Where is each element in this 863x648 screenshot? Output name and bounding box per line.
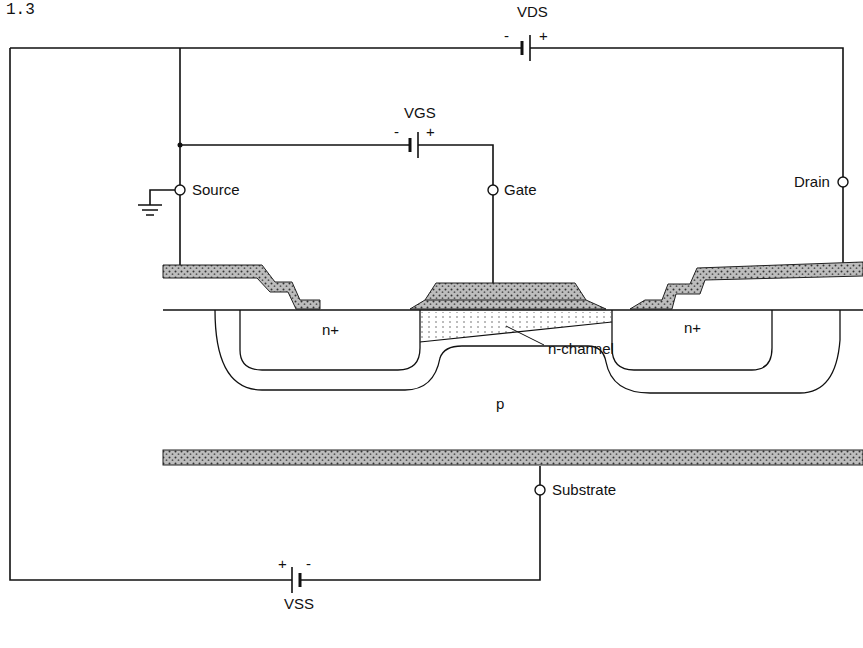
source-contact	[163, 265, 320, 309]
voltage-label: VSS	[282, 596, 316, 613]
gate-metal	[410, 283, 606, 309]
terminal-name: Substrate	[550, 482, 618, 499]
polarity-sign: +	[424, 124, 437, 141]
gate-oxide	[425, 300, 586, 301]
battery-plate	[417, 132, 419, 158]
figure-number: 1.3	[4, 2, 37, 20]
battery-plate	[299, 573, 302, 587]
substrate-terminal	[535, 485, 545, 495]
substrate-contact	[163, 450, 863, 465]
terminal-name: Drain	[792, 174, 832, 191]
polarity-sign: -	[502, 28, 511, 45]
terminal-lead	[180, 187, 843, 485]
drain-contact	[630, 262, 863, 309]
channel-fill	[420, 312, 612, 342]
voltage-label: VDS	[515, 4, 550, 21]
drain-n-region	[612, 310, 772, 370]
silicon-surface	[163, 309, 863, 310]
battery-plate	[529, 35, 531, 61]
gate-terminal	[488, 185, 498, 195]
region-label: n+	[682, 320, 703, 337]
channel-edge	[420, 322, 612, 342]
voltage-label: VGS	[402, 105, 438, 122]
vds-wire	[10, 48, 843, 177]
polarity-sign: -	[304, 556, 313, 573]
battery-plate	[409, 138, 412, 152]
drain-terminal	[838, 177, 848, 187]
depletion-boundary	[215, 310, 840, 393]
source-terminal	[175, 185, 185, 195]
battery-plate	[291, 567, 293, 593]
polarity-sign: -	[392, 124, 401, 141]
polarity-sign: +	[537, 28, 550, 45]
leader-line	[506, 326, 544, 345]
region-label: n+	[320, 322, 341, 339]
terminal-name: Gate	[502, 182, 539, 199]
polarity-sign: +	[276, 556, 289, 573]
vgs-wire	[180, 48, 493, 185]
ground-symbol	[138, 190, 175, 215]
junction-dot	[178, 143, 183, 148]
terminal-name: Source	[190, 182, 242, 199]
region-label: n-channel	[546, 341, 616, 358]
battery-plate	[521, 41, 524, 55]
region-label: p	[494, 396, 506, 413]
source-n-region	[240, 310, 420, 370]
